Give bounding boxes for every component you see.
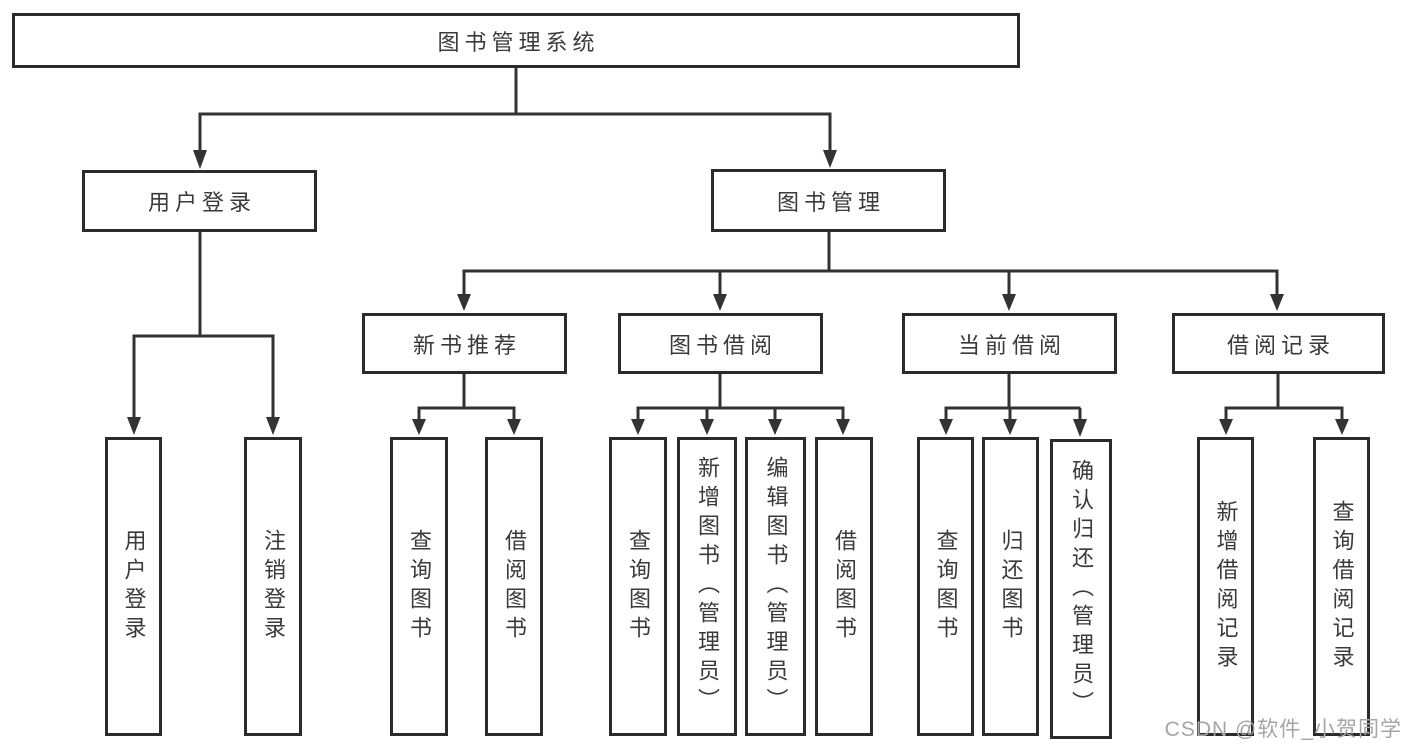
leaf-label: 借阅图书 (832, 528, 857, 645)
node-new-books: 新书推荐 (362, 313, 567, 374)
leaf-label: 编辑图书（管理员） (763, 456, 789, 717)
leaf-label: 确认归还（管理员） (1069, 458, 1094, 720)
leaf-label: 查询图书 (933, 528, 959, 645)
connector-book-borrow-to-leaves (631, 374, 850, 435)
leaf-label: 新增借阅记录 (1213, 499, 1239, 674)
node-book-borrow: 图书借阅 (618, 313, 823, 374)
leaf-add-borrow-record: 新增借阅记录 (1197, 437, 1254, 736)
leaf-label: 用户登录 (121, 528, 147, 645)
node-root: 图书管理系统 (12, 13, 1020, 68)
node-user-login-label: 用户登录 (147, 190, 256, 215)
leaf-borrow-books-2: 借阅图书 (815, 437, 873, 736)
leaf-label: 查询图书 (626, 528, 651, 645)
leaf-user-login: 用户登录 (105, 437, 162, 736)
node-borrow-records: 借阅记录 (1172, 313, 1385, 374)
connector-user-login-to-leaves (127, 232, 280, 435)
leaf-query-books-2: 查询图书 (609, 437, 667, 736)
leaf-label: 新增图书（管理员） (695, 456, 720, 717)
csdn-watermark: CSDN @软件_小贺同学 (1164, 718, 1402, 741)
node-borrow-records-label: 借阅记录 (1226, 332, 1335, 358)
node-book-mgmt-label: 图书管理 (776, 189, 885, 215)
leaf-query-books-3: 查询图书 (917, 437, 974, 736)
leaf-label: 注销登录 (261, 528, 286, 645)
leaf-logout: 注销登录 (244, 437, 302, 736)
node-book-borrow-label: 图书借阅 (668, 332, 777, 358)
node-root-label: 图书管理系统 (437, 29, 600, 55)
leaf-add-books-admin: 新增图书（管理员） (677, 437, 737, 736)
node-book-mgmt: 图书管理 (711, 169, 946, 232)
leaf-label: 借阅图书 (502, 528, 527, 645)
connector-book-mgmt-to-level3 (457, 232, 1284, 311)
connector-current-borrow-to-leaves (939, 374, 1087, 437)
node-user-login: 用户登录 (82, 170, 317, 232)
leaf-query-borrow-record: 查询借阅记录 (1313, 437, 1370, 736)
connector-root-to-level2 (193, 68, 837, 169)
connector-new-books-to-leaves (412, 374, 521, 435)
node-current-borrow: 当前借阅 (902, 313, 1117, 374)
leaf-query-books-1: 查询图书 (390, 437, 448, 736)
node-new-books-label: 新书推荐 (412, 332, 521, 358)
leaf-confirm-return-admin: 确认归还（管理员） (1050, 439, 1112, 739)
connector-borrow-records-to-leaves (1219, 374, 1349, 435)
leaf-label: 查询借阅记录 (1329, 499, 1355, 674)
leaf-borrow-books-1: 借阅图书 (485, 437, 543, 736)
leaf-return-books: 归还图书 (982, 437, 1039, 736)
leaf-label: 归还图书 (998, 528, 1024, 645)
leaf-edit-books-admin: 编辑图书（管理员） (745, 437, 806, 736)
node-current-borrow-label: 当前借阅 (957, 332, 1066, 358)
leaf-label: 查询图书 (407, 528, 432, 645)
